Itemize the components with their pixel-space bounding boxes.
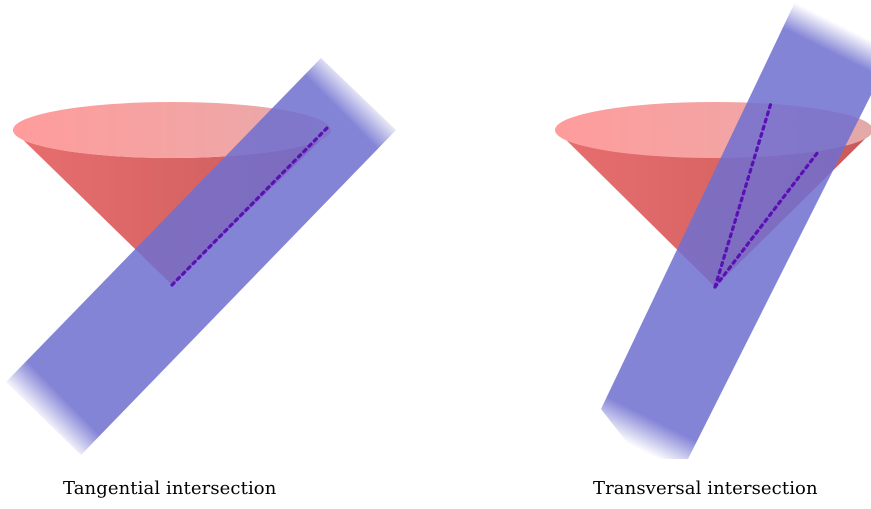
- transversal-panel: [555, 0, 871, 459]
- caption-tangential: Tangential intersection: [63, 478, 277, 499]
- intersection-line-right-1: [713, 101, 773, 289]
- caption-transversal: Transversal intersection: [593, 478, 818, 499]
- intersection-line-right-2: [713, 150, 820, 289]
- intersection-line-left: [170, 124, 331, 287]
- tangential-panel: [6, 58, 396, 455]
- plane-right: [601, 0, 871, 459]
